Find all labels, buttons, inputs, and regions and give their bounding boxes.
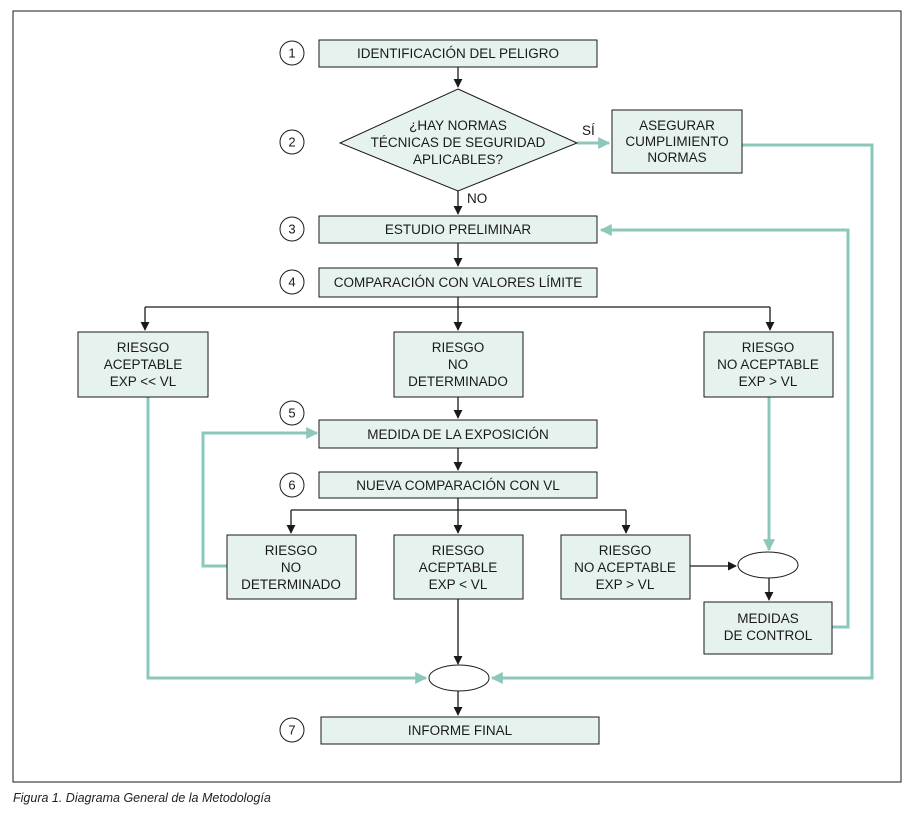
junction-oval-right: [737, 551, 799, 579]
riesgo-no-determinado-box: RIESGO NO DETERMINADO: [393, 331, 524, 398]
box-line-3: EXP < VL: [429, 577, 488, 592]
estudio-preliminar-box: ESTUDIO PRELIMINAR: [318, 215, 598, 244]
step-number: 6: [288, 478, 295, 493]
step-3-marker: 3: [279, 216, 305, 242]
step-number: 5: [288, 406, 295, 421]
decision-line-1: ¿HAY NORMAS: [409, 118, 507, 133]
box-line-2: NO ACEPTABLE: [574, 560, 676, 575]
riesgo-no-aceptable-2-box: RIESGO NO ACEPTABLE EXP > VL: [560, 534, 691, 600]
box-line-2: NO: [448, 357, 468, 372]
box-label: MEDIDA DE LA EXPOSICIÓN: [367, 427, 549, 442]
normas-decision-diamond: ¿HAY NORMAS TÉCNICAS DE SEGURIDAD APLICA…: [338, 88, 579, 192]
figure-caption: Figura 1. Diagrama General de la Metodol…: [13, 791, 271, 805]
box-label: NUEVA COMPARACIÓN CON VL: [356, 478, 560, 493]
no-label: NO: [467, 191, 487, 206]
decision-line-3: APLICABLES?: [413, 152, 503, 167]
box-line-3: EXP > VL: [739, 374, 798, 389]
box-line-1: RIESGO: [117, 340, 170, 355]
identificacion-peligro-box: IDENTIFICACIÓN DEL PELIGRO: [318, 39, 598, 68]
box-label: IDENTIFICACIÓN DEL PELIGRO: [357, 46, 559, 61]
step-1-marker: 1: [279, 40, 305, 66]
box-line-2: NO ACEPTABLE: [717, 357, 819, 372]
box-line-1: RIESGO: [742, 340, 795, 355]
step-6-marker: 6: [279, 472, 305, 498]
step-5-marker: 5: [279, 400, 305, 426]
box-line-1: RIESGO: [432, 543, 485, 558]
box-line-1: RIESGO: [599, 543, 652, 558]
box-line-2: CUMPLIMIENTO: [625, 134, 728, 149]
box-label: INFORME FINAL: [408, 723, 513, 738]
step-2-marker: 2: [279, 129, 305, 155]
step-7-marker: 7: [279, 717, 305, 743]
box-line-1: ASEGURAR: [639, 118, 715, 133]
comparacion-valores-box: COMPARACIÓN CON VALORES LÍMITE: [318, 267, 598, 298]
yes-label: SÍ: [582, 123, 595, 138]
nueva-comparacion-box: NUEVA COMPARACIÓN CON VL: [318, 471, 598, 499]
box-line-2: DE CONTROL: [724, 628, 813, 643]
riesgo-aceptable-2-box: RIESGO ACEPTABLE EXP < VL: [393, 534, 524, 600]
step-number: 2: [288, 135, 295, 150]
box-line-2: ACEPTABLE: [104, 357, 183, 372]
riesgo-aceptable-box: RIESGO ACEPTABLE EXP << VL: [77, 331, 209, 398]
box-line-3: EXP > VL: [596, 577, 655, 592]
box-line-2: NO: [281, 560, 301, 575]
asegurar-cumplimiento-box: ASEGURAR CUMPLIMIENTO NORMAS: [611, 109, 743, 174]
box-label: COMPARACIÓN CON VALORES LÍMITE: [334, 275, 583, 290]
medidas-control-box: MEDIDAS DE CONTROL: [703, 601, 833, 655]
box-line-1: RIESGO: [432, 340, 485, 355]
box-line-3: DETERMINADO: [408, 374, 508, 389]
box-label: ESTUDIO PRELIMINAR: [385, 222, 532, 237]
green-connectors: [146, 137, 874, 684]
black-connectors: [140, 67, 775, 716]
step-number: 4: [288, 275, 295, 290]
riesgo-no-determinado-2-box: RIESGO NO DETERMINADO: [226, 534, 357, 600]
riesgo-no-aceptable-box: RIESGO NO ACEPTABLE EXP > VL: [703, 331, 834, 398]
medida-exposicion-box: MEDIDA DE LA EXPOSICIÓN: [318, 419, 598, 449]
box-line-1: RIESGO: [265, 543, 318, 558]
step-number: 7: [288, 723, 295, 738]
box-line-3: DETERMINADO: [241, 577, 341, 592]
decision-line-2: TÉCNICAS DE SEGURIDAD: [371, 135, 546, 150]
step-number: 1: [288, 46, 295, 61]
informe-final-box: INFORME FINAL: [320, 716, 600, 745]
junction-oval-bottom: [428, 664, 490, 692]
box-line-3: EXP << VL: [110, 374, 177, 389]
box-line-3: NORMAS: [647, 150, 706, 165]
box-line-1: MEDIDAS: [737, 611, 799, 626]
step-4-marker: 4: [279, 269, 305, 295]
step-number: 3: [288, 222, 295, 237]
box-line-2: ACEPTABLE: [419, 560, 498, 575]
